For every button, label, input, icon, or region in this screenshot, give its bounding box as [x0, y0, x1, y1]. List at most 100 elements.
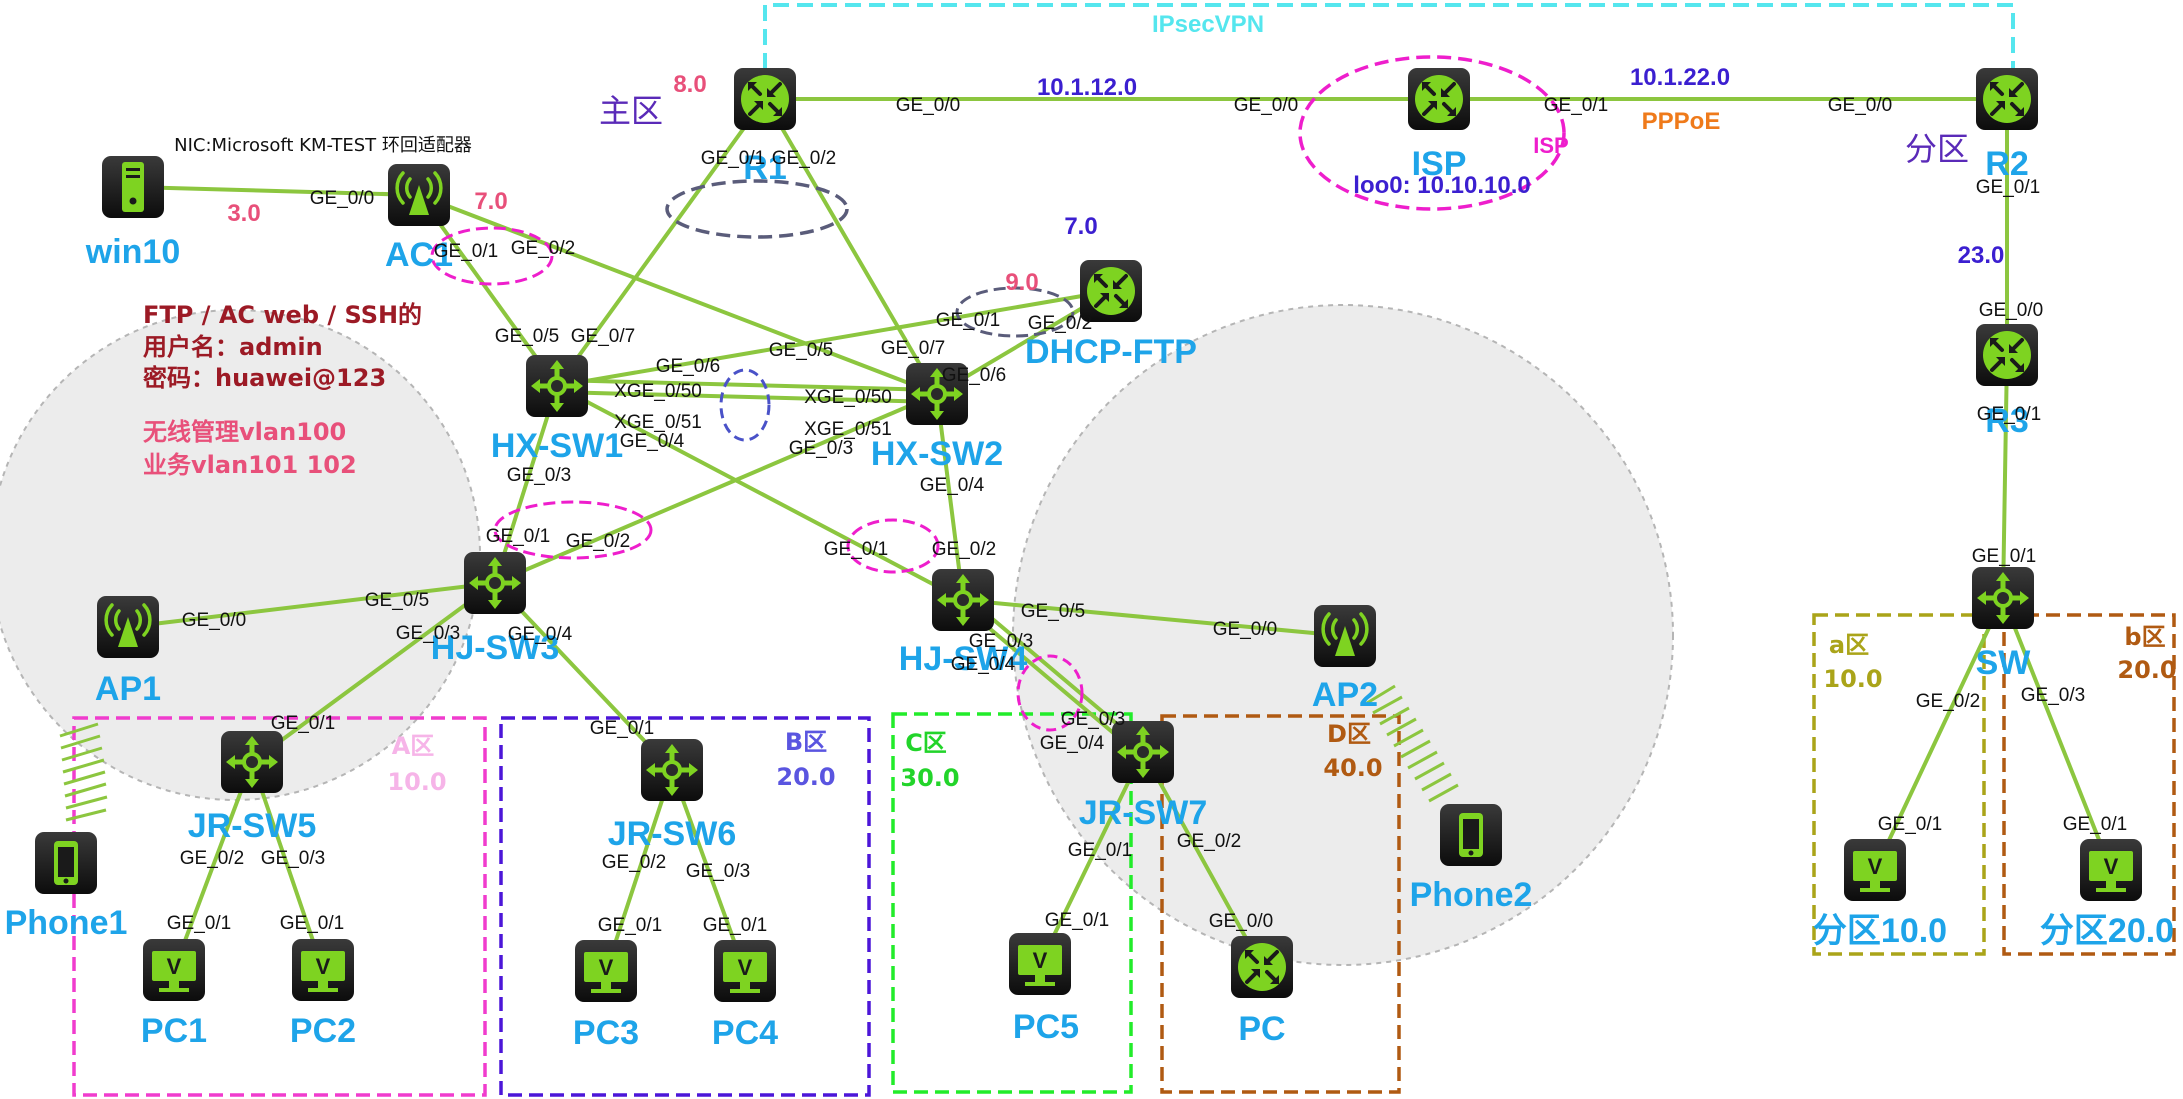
zone-sb-title: b区	[2124, 623, 2165, 651]
wireless-link-ap1-phone1	[59, 722, 108, 822]
port-hx1-xge50: XGE_0/50	[614, 381, 702, 402]
port-hj4-ge01: GE_0/1	[824, 539, 888, 560]
port-pc-ge00: GE_0/0	[1209, 911, 1273, 932]
phone2-icon[interactable]	[1440, 804, 1502, 866]
port-jr6-ge01: GE_0/1	[590, 718, 654, 739]
port-ap1-ge00: GE_0/0	[182, 610, 246, 631]
port-sw-ge03: GE_0/3	[2021, 685, 2085, 706]
sw-switch-icon[interactable]	[1972, 567, 2034, 629]
port-ac-ge02: GE_0/2	[511, 238, 575, 259]
pc4-label: PC4	[712, 1014, 778, 1052]
link-hxsw1-hjsw3	[493, 384, 559, 585]
jrsw7-switch-icon[interactable]	[1112, 721, 1174, 783]
ap1-label: AP1	[95, 670, 161, 708]
jrsw5-switch-icon[interactable]	[221, 731, 283, 793]
zone-sb-box	[2002, 613, 2176, 956]
port-hx2-ge06: GE_0/6	[942, 365, 1006, 386]
ap2-access-point-icon[interactable]	[1312, 603, 1378, 669]
wireless-link-ap2-phone2	[1366, 684, 1459, 803]
r1-router-icon[interactable]	[732, 66, 798, 132]
ac1-uplinks-ellipse	[430, 226, 554, 286]
ac1-controller-icon[interactable]	[386, 162, 452, 228]
hjsw4-uplinks-ellipse	[846, 518, 940, 574]
port-r3-ge00: GE_0/0	[1979, 300, 2043, 321]
port-dhcp-ge01: GE_0/1	[936, 310, 1000, 331]
hjsw4-switch-icon[interactable]	[932, 569, 994, 631]
pc5-label: PC5	[1013, 1008, 1079, 1046]
port-pcsa-ge01: GE_0/1	[1878, 814, 1942, 835]
net-isp-r2: 10.1.22.0	[1630, 64, 1730, 91]
port-pc1-ge01: GE_0/1	[167, 913, 231, 934]
pc3-monitor-icon[interactable]	[575, 940, 637, 1002]
pc2-monitor-icon[interactable]	[292, 939, 354, 1001]
pc-sa-label: 分区10.0	[1813, 912, 1947, 950]
link-jrsw6-pc3	[604, 768, 674, 973]
port-r1-ge01: GE_0/1	[701, 148, 765, 169]
port-dhcp-ge02: GE_0/2	[1028, 313, 1092, 334]
net-r2-r3: 23.0	[1958, 242, 2005, 269]
r3-label: R3	[1985, 402, 2028, 440]
dhcp-ftp-label: DHCP-FTP	[1025, 333, 1197, 371]
port-hx2-xge51: XGE_0/51	[804, 419, 892, 440]
port-hx2-ge03: GE_0/3	[789, 438, 853, 459]
pc-sa-monitor-icon[interactable]	[1844, 839, 1906, 901]
ap1-access-point-icon[interactable]	[95, 594, 161, 660]
port-jr7-ge04: GE_0/4	[1040, 733, 1105, 754]
zone-d-box	[1160, 714, 1401, 1094]
ap2-label: AP2	[1312, 676, 1378, 714]
port-hx2-ge04: GE_0/4	[920, 475, 985, 496]
port-jr7-ge01: GE_0/1	[1068, 840, 1132, 861]
port-hx1-ge03: GE_0/3	[507, 465, 571, 486]
r2-router-icon[interactable]	[1974, 66, 2040, 132]
pc-router-icon[interactable]	[1229, 934, 1295, 1000]
ipsec-vpn-path	[763, 3, 2015, 93]
link-jrsw7-pc	[1141, 750, 1264, 969]
r1-label: R1	[743, 149, 786, 187]
port-r2-ge01: GE_0/1	[1976, 177, 2040, 198]
port-sw-ge02: GE_0/2	[1916, 691, 1980, 712]
zone-sb-net: 20.0	[2117, 656, 2176, 684]
pc1-monitor-icon[interactable]	[143, 939, 205, 1001]
port-hx1-ge07: GE_0/7	[571, 326, 635, 347]
zone-a-net: 10.0	[387, 768, 446, 796]
port-ap2-ge00: GE_0/0	[1213, 619, 1277, 640]
zone-c-title: C区	[905, 729, 947, 757]
hxsw1-label: HX-SW1	[491, 427, 623, 465]
port-pcsb-ge01: GE_0/1	[2063, 814, 2127, 835]
port-hj3-ge03: GE_0/3	[396, 623, 460, 644]
main-area-label: 主区	[599, 92, 663, 130]
hxsw1-switch-icon[interactable]	[526, 355, 588, 417]
pc2-label: PC2	[290, 1012, 356, 1050]
isp-router-icon[interactable]	[1406, 66, 1472, 132]
zone-sa-net: 10.0	[1823, 665, 1882, 693]
note-line3: 密码：huawei@123	[143, 364, 386, 392]
port-isp-ge00: GE_0/0	[1234, 95, 1298, 116]
phone1-icon[interactable]	[35, 832, 97, 894]
hjsw4-label: HJ-SW4	[899, 640, 1028, 678]
win10-server-icon[interactable]	[102, 156, 164, 218]
port-ac-ge01: GE_0/1	[434, 241, 498, 262]
pc3-label: PC3	[573, 1014, 639, 1052]
port-isp-ge01: GE_0/1	[1544, 95, 1608, 116]
hjsw3-label: HJ-SW3	[431, 629, 559, 667]
pc-sb-monitor-icon[interactable]	[2080, 839, 2142, 901]
port-hj4-ge03: GE_0/3	[969, 631, 1033, 652]
hjsw3-switch-icon[interactable]	[464, 552, 526, 614]
jrsw6-switch-icon[interactable]	[641, 739, 703, 801]
link-hjsw3-jrsw6	[493, 581, 674, 772]
port-sw-ge01: GE_0/1	[1972, 546, 2036, 567]
r3-router-icon[interactable]	[1974, 322, 2040, 388]
port-hj4-ge02: GE_0/2	[932, 539, 996, 560]
link-r1-hxsw2	[763, 97, 939, 396]
port-hj3-ge04: GE_0/4	[508, 624, 573, 645]
link-win10-ac1	[131, 185, 421, 197]
port-r1-ge02: GE_0/2	[772, 148, 836, 169]
link-hxsw2-hjsw3	[493, 392, 939, 585]
pc5-monitor-icon[interactable]	[1009, 933, 1071, 995]
nic-label: NIC:Microsoft KM-TEST 环回适配器	[174, 135, 472, 156]
loopback-label: loo0: 10.10.10.0	[1353, 172, 1530, 199]
pc4-monitor-icon[interactable]	[714, 940, 776, 1002]
zone-a-box	[72, 716, 487, 1097]
link-jrsw5-pc2	[250, 760, 325, 972]
